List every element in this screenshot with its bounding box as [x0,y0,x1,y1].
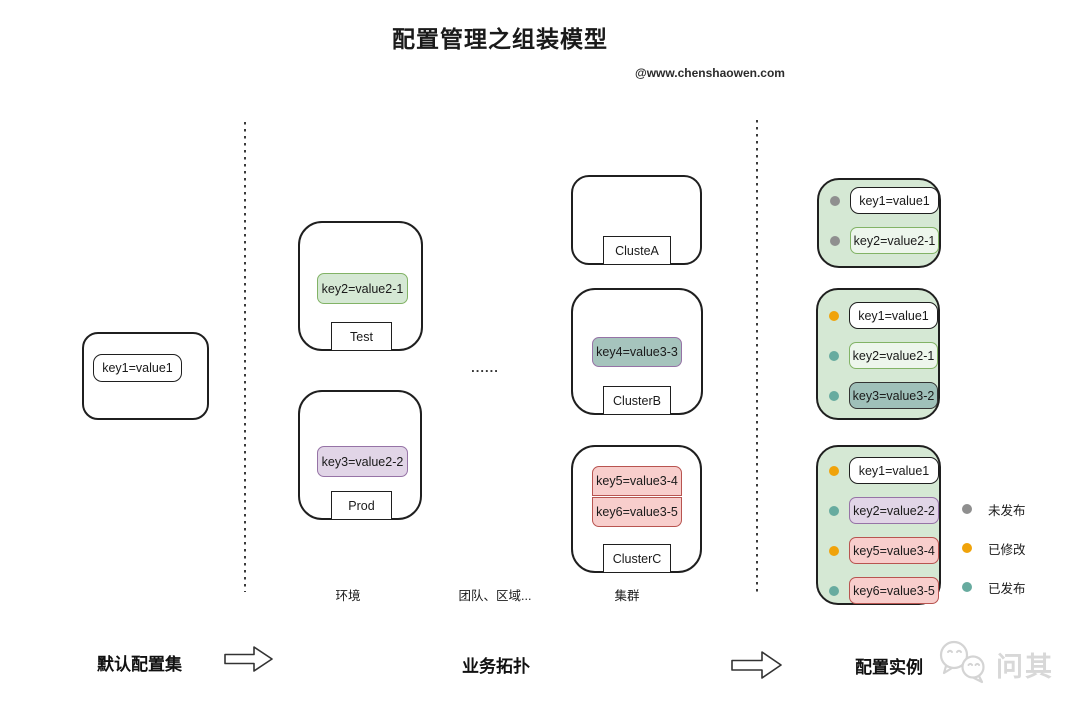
config-entry: key1=value1 [818,302,938,329]
config-instance-3: key1=value1 key2=value2-2 key5=value3-4 … [816,445,941,605]
default-config-set-box: key1=value1 [82,332,209,420]
config-kv: key5=value3-4 [592,466,682,496]
page-title: 配置管理之组装模型 [392,26,608,52]
status-dot-published [829,505,839,516]
config-entry: key6=value3-5 [818,577,939,604]
config-kv: key2=value2-1 [850,227,939,254]
config-kv: key2=value2-2 [849,497,939,524]
flow-label-config-instance: 配置实例 [855,658,923,677]
flow-label-default-config-set: 默认配置集 [97,655,182,674]
config-kv: key6=value3-5 [592,497,682,527]
config-kv: key2=value2-1 [317,273,408,304]
watermark: 问其 [936,638,1054,691]
column-label-cluster: 集群 [614,589,640,603]
config-kv: key1=value1 [849,302,938,329]
status-dot-modified [829,465,839,476]
config-kv: key3=value2-2 [317,446,408,477]
config-entry: key2=value2-1 [819,227,939,254]
topology-ellipsis: ...... [471,360,499,375]
column-label-environment: 环境 [335,589,361,603]
config-entry: key2=value2-1 [818,342,938,369]
config-kv: key3=value3-2 [849,382,938,409]
status-dot-modified [829,545,839,556]
divider-dotted-left [244,122,246,592]
config-entry: key1=value1 [818,457,939,484]
legend-item-unpublished: 未发布 [962,502,1026,518]
cluster-box-c: key5=value3-4 key6=value3-5 ClusterC [571,445,702,573]
env-box-test: key2=value2-1 Test [298,221,423,351]
config-kv: key2=value2-1 [849,342,938,369]
legend-item-modified: 已修改 [962,541,1026,557]
status-dot-published [829,390,839,401]
legend-label: 已发布 [988,581,1026,596]
right-arrow-icon [224,645,274,673]
config-kv: key1=value1 [849,457,939,484]
env-name-prod: Prod [331,491,392,520]
config-entry: key3=value3-2 [818,382,938,409]
status-dot-unpublished [830,195,840,206]
config-kv: key6=value3-5 [849,577,939,604]
legend-label: 已修改 [988,542,1026,557]
config-kv: key1=value1 [93,354,182,382]
cluster-name-b: ClusterB [603,386,671,415]
column-label-team-region: 团队、区域... [458,589,532,603]
config-instance-1: key1=value1 key2=value2-1 [817,178,941,268]
status-dot-modified [829,310,839,321]
cluster-box-a: ClusteA [571,175,702,265]
status-dot-unpublished [962,504,972,514]
config-instance-2: key1=value1 key2=value2-1 key3=value3-2 [816,288,940,420]
watermark-text: 问其 [996,652,1054,682]
env-name-test: Test [331,322,392,351]
flow-label-business-topology: 业务拓扑 [462,657,530,676]
wechat-bubbles-icon [936,638,992,691]
cluster-box-b: key4=value3-3 ClusterB [571,288,703,415]
status-dot-published [962,582,972,592]
config-kv: key4=value3-3 [592,337,682,367]
legend-label: 未发布 [988,503,1026,518]
env-box-prod: key3=value2-2 Prod [298,390,422,520]
config-entry: key2=value2-2 [818,497,939,524]
status-dot-published [829,585,839,596]
status-legend: 未发布 已修改 已发布 [962,502,1026,596]
config-kv: key1=value1 [850,187,939,214]
right-arrow-icon [731,650,783,680]
divider-dotted-right [756,120,758,592]
cluster-name-a: ClusteA [603,236,671,265]
config-entry: key1=value1 [819,187,939,214]
cluster-name-c: ClusterC [603,544,671,573]
legend-item-published: 已发布 [962,580,1026,596]
status-dot-published [829,350,839,361]
config-entry: key5=value3-4 [818,537,939,564]
status-dot-unpublished [830,235,840,246]
credit-text: @www.chenshaowen.com [635,66,785,80]
config-kv: key5=value3-4 [849,537,939,564]
status-dot-modified [962,543,972,553]
